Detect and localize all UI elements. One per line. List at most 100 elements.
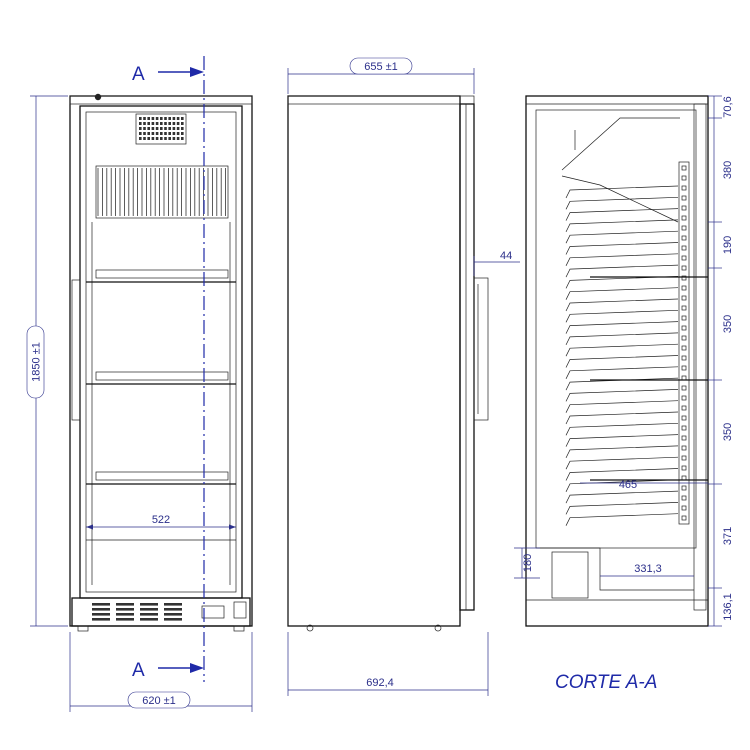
vent-slot bbox=[164, 613, 182, 616]
rack-holes bbox=[681, 165, 687, 521]
rack-hole bbox=[681, 335, 687, 341]
fan-deflector bbox=[561, 117, 680, 171]
section-shelf-profile bbox=[565, 456, 679, 470]
rack-hole bbox=[681, 175, 687, 181]
grille-slot bbox=[160, 122, 163, 125]
grille-slot bbox=[155, 132, 159, 135]
power-switch-icon bbox=[201, 605, 225, 619]
section-letter-bottom: A bbox=[132, 660, 145, 681]
rack-hole bbox=[681, 255, 687, 261]
side-width-dim-label: 655 ±1 bbox=[364, 61, 398, 73]
vent-slot bbox=[140, 608, 158, 611]
grille-slot bbox=[181, 137, 184, 140]
section-shelf-profile bbox=[565, 366, 679, 379]
grille-slot bbox=[147, 132, 150, 135]
section-shelf-profile bbox=[565, 502, 679, 515]
grille-slot bbox=[176, 132, 180, 135]
section-shelf-profile bbox=[565, 332, 679, 346]
grille-slot bbox=[151, 122, 155, 125]
vent-slot bbox=[92, 613, 110, 616]
vent-slot bbox=[116, 613, 134, 616]
height-dim-label: 1850 ±1 bbox=[31, 342, 43, 382]
shelf bbox=[95, 371, 229, 381]
section-shelf-profile bbox=[565, 355, 679, 368]
grille-slot bbox=[176, 137, 180, 140]
grille-slot bbox=[151, 127, 155, 130]
grille-slot bbox=[155, 137, 159, 140]
rack-hole bbox=[681, 265, 687, 271]
grille-slot bbox=[164, 137, 167, 140]
shelf bbox=[95, 269, 229, 279]
section-shelf-profile bbox=[565, 276, 679, 289]
rack-hole bbox=[681, 505, 687, 511]
rack-hole bbox=[681, 385, 687, 391]
side-top-cap bbox=[287, 95, 475, 105]
rack-hole bbox=[681, 245, 687, 251]
rack-hole bbox=[681, 515, 687, 521]
base-depth-dim-label: 331,3 bbox=[634, 563, 662, 575]
grille-slot bbox=[139, 137, 142, 140]
rack-hole bbox=[681, 495, 687, 501]
grille-slot bbox=[168, 137, 171, 140]
grille-slot bbox=[143, 127, 146, 130]
section-shelf-profile bbox=[565, 513, 679, 526]
front-width-dim-label: 620 ±1 bbox=[142, 695, 176, 707]
shelf-rack bbox=[678, 161, 690, 525]
grille-slot bbox=[172, 117, 176, 120]
section-letter-top: A bbox=[132, 64, 145, 85]
side-door-handle bbox=[473, 277, 489, 421]
grille-slot bbox=[147, 122, 150, 125]
base-height-dim-label: 180 bbox=[522, 554, 534, 572]
side-cabinet-outline bbox=[287, 95, 461, 627]
section-shelf-profile bbox=[565, 219, 679, 233]
section-door bbox=[693, 103, 707, 611]
vent-slot bbox=[92, 608, 110, 611]
handle-offset-dim-label: 44 bbox=[500, 250, 512, 262]
front-width-dim-badge bbox=[127, 691, 191, 709]
rack-hole bbox=[681, 305, 687, 311]
rack-hole bbox=[681, 425, 687, 431]
height-chain-label: 136,1 bbox=[722, 593, 734, 621]
rack-hole bbox=[681, 465, 687, 471]
grille-slot bbox=[176, 117, 180, 120]
shelf-depth-dim-label: 465 bbox=[619, 479, 637, 491]
rack-hole bbox=[681, 405, 687, 411]
inner-width-dim-label: 522 bbox=[152, 514, 170, 526]
section-shelf-profile bbox=[565, 411, 679, 425]
height-chain-label: 380 bbox=[722, 161, 734, 179]
section-shelf-profile bbox=[565, 434, 679, 447]
base-vents bbox=[92, 603, 182, 621]
section-shelf-profile bbox=[565, 490, 679, 504]
grille-slot bbox=[172, 132, 176, 135]
section-shelf-profile bbox=[565, 253, 679, 266]
lock-icon bbox=[94, 93, 102, 101]
grille-slot bbox=[168, 132, 171, 135]
grille-slot bbox=[143, 137, 146, 140]
grille-slot bbox=[143, 122, 146, 125]
grille-slot bbox=[151, 137, 155, 140]
compressor-icon bbox=[551, 551, 589, 599]
grille-slot bbox=[160, 132, 163, 135]
section-shelf-profile bbox=[565, 479, 679, 492]
grille-slot bbox=[181, 127, 184, 130]
section-shelf-profile bbox=[565, 400, 679, 413]
rack-hole bbox=[681, 285, 687, 291]
grille-slot bbox=[147, 117, 150, 120]
grille-slot bbox=[160, 117, 163, 120]
caster-icon bbox=[306, 624, 314, 632]
grille-slot bbox=[181, 132, 184, 135]
rack-hole bbox=[681, 185, 687, 191]
caster-icon bbox=[434, 624, 442, 632]
front-cabinet-outline bbox=[69, 95, 253, 627]
rack-hole bbox=[681, 295, 687, 301]
grille-slot bbox=[160, 127, 163, 130]
front-top-cap bbox=[69, 95, 253, 105]
grille-slot bbox=[164, 122, 167, 125]
front-view: A A 522 620 ±1 1850 ±1 bbox=[26, 56, 253, 712]
rack-hole bbox=[681, 325, 687, 331]
rack-hole bbox=[681, 235, 687, 241]
section-shelf-profile bbox=[565, 468, 679, 481]
grille-slot bbox=[147, 127, 150, 130]
